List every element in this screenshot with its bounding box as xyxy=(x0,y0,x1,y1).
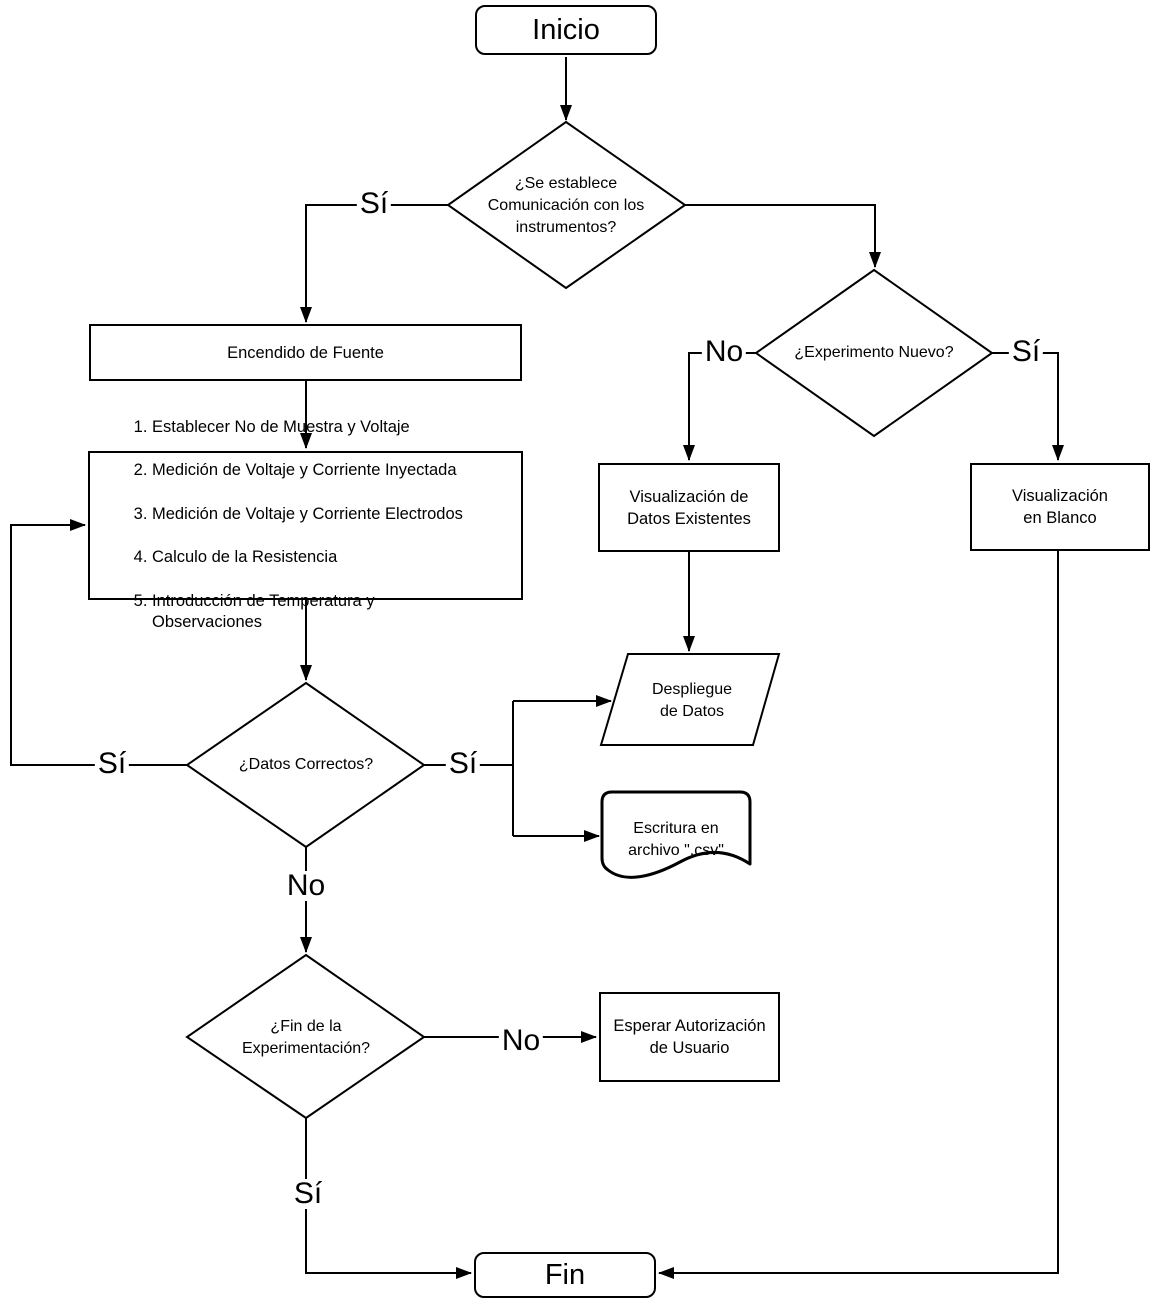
terminator-inicio-label: Inicio xyxy=(532,13,600,46)
edge-comunicacion-experimento xyxy=(685,204,881,268)
terminator-inicio: Inicio xyxy=(475,5,657,55)
process-visualizacion-blanco: Visualización en Blanco xyxy=(970,463,1150,551)
decision-experimento-nuevo-diamond xyxy=(754,268,994,438)
edge-label-fin-exp-no: No xyxy=(498,1026,544,1056)
process-esperar-autorizacion-label: Esperar Autorización de Usuario xyxy=(613,1017,766,1057)
process-visualizacion-datos-label: Visualización de Datos Existentes xyxy=(627,487,751,528)
list-item: Medición de Voltaje y Corriente Inyectad… xyxy=(152,460,463,482)
terminator-fin: Fin xyxy=(474,1252,656,1298)
edge-label-datos-no: No xyxy=(283,871,329,901)
io-despliegue-parallelogram xyxy=(599,653,781,746)
edge-label-datos-si-loop: Sí xyxy=(94,749,130,779)
process-visualizacion-blanco-label: Visualización en Blanco xyxy=(1011,487,1108,527)
edge-label-comunicacion-si: Sí xyxy=(356,189,392,219)
edge-visblanco-fin xyxy=(658,551,1059,1279)
process-encendido-label: Encendido de Fuente xyxy=(227,343,384,362)
list-item: Medición de Voltaje y Corriente Electrod… xyxy=(152,504,463,526)
document-escritura-shape xyxy=(600,790,752,879)
edge-label-experimento-si: Sí xyxy=(1008,337,1044,367)
process-medicion-list: Establecer No de Muestra y Voltaje Medic… xyxy=(88,418,523,631)
edge-comunicacion-si-encendido xyxy=(300,204,448,323)
edge-experimento-no-visdatos xyxy=(683,352,756,461)
edge-finexp-si-fin xyxy=(305,1118,472,1279)
edge-experimento-si-visblanco xyxy=(992,352,1064,461)
list-item: Introducción de Temperatura y Observacio… xyxy=(152,591,463,634)
process-esperar-autorizacion: Esperar Autorización de Usuario xyxy=(599,992,780,1082)
terminator-fin-label: Fin xyxy=(544,1258,586,1291)
edge-label-fin-exp-si: Sí xyxy=(290,1179,326,1209)
process-encendido: Encendido de Fuente xyxy=(89,324,522,381)
edge-label-datos-si-salida: Sí xyxy=(445,749,481,779)
decision-comunicacion-diamond xyxy=(446,120,687,290)
edge-label-experimento-no: No xyxy=(701,337,747,367)
decision-datos-correctos-diamond xyxy=(185,681,426,849)
process-medicion-steps: Establecer No de Muestra y Voltaje Medic… xyxy=(90,395,463,655)
list-item: Establecer No de Muestra y Voltaje xyxy=(152,417,463,439)
decision-fin-experimentacion-diamond xyxy=(185,953,426,1120)
list-item: Calculo de la Resistencia xyxy=(152,547,463,569)
process-visualizacion-datos: Visualización de Datos Existentes xyxy=(598,463,780,552)
